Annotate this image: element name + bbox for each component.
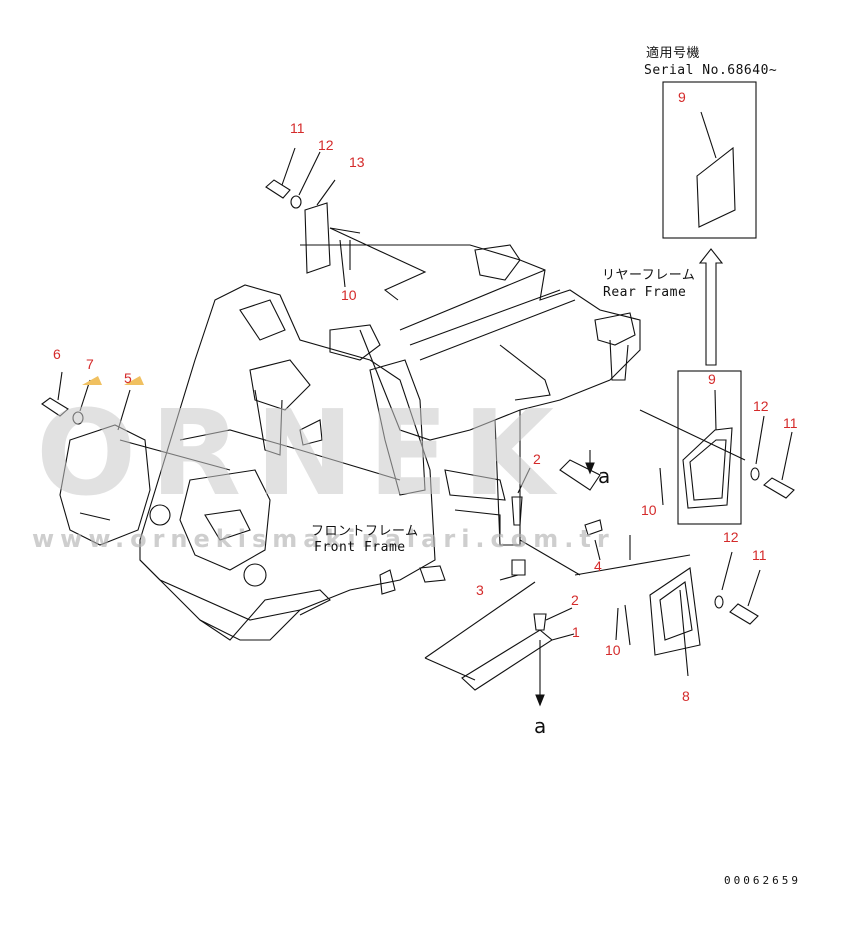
callout-10-top: 10 bbox=[341, 287, 357, 303]
diagram-linework bbox=[41, 81, 795, 707]
part-9-plate-box bbox=[696, 146, 736, 228]
callout-2-low: 2 bbox=[571, 592, 579, 608]
part-13-cover bbox=[304, 202, 331, 274]
bolt-11-low bbox=[729, 603, 759, 625]
part-9-mid-box bbox=[677, 370, 742, 525]
callout-10-mid: 10 bbox=[641, 502, 657, 518]
callout-9-box: 9 bbox=[678, 89, 686, 105]
callout-2-mid: 2 bbox=[533, 451, 541, 467]
callout-13-top: 13 bbox=[349, 154, 365, 170]
bolt-2-low bbox=[533, 613, 547, 631]
bolt-11-mid bbox=[763, 477, 795, 499]
accent-marks bbox=[82, 376, 144, 385]
part-4-plate bbox=[584, 519, 603, 536]
callout-10-low: 10 bbox=[605, 642, 621, 658]
callout-4: 4 bbox=[594, 558, 602, 574]
part-1-bar bbox=[461, 629, 553, 691]
rear-frame-label-en: Rear Frame bbox=[603, 285, 687, 300]
part-5-cover bbox=[59, 424, 151, 546]
washer-12-mid bbox=[750, 467, 760, 481]
washer-7 bbox=[72, 411, 84, 425]
callout-11-top: 11 bbox=[290, 120, 305, 136]
callout-7: 7 bbox=[86, 356, 94, 372]
document-number: 00062659 bbox=[724, 874, 801, 887]
bolt-2-mid bbox=[511, 496, 523, 526]
washer-12-low bbox=[714, 595, 724, 609]
washer-12-top bbox=[290, 195, 302, 209]
view-marker-mid: a bbox=[598, 464, 611, 488]
callout-12-top: 12 bbox=[318, 137, 334, 153]
bolt-6 bbox=[41, 397, 69, 417]
watermark-brand: ORNEK bbox=[36, 384, 568, 522]
rear-frame-label-jp: リヤーフレーム bbox=[602, 268, 696, 283]
callout-11-low: 11 bbox=[752, 547, 767, 563]
front-frame bbox=[139, 284, 446, 641]
up-arrow bbox=[698, 248, 724, 366]
callout-12-low: 12 bbox=[723, 529, 739, 545]
callout-5: 5 bbox=[124, 370, 132, 386]
serial-box bbox=[662, 81, 757, 239]
callout-12-mid: 12 bbox=[753, 398, 769, 414]
callout-1: 1 bbox=[572, 624, 580, 640]
watermark-url: www.ornekismakinalari.com.tr bbox=[32, 525, 615, 553]
serial-note-jp: 適用号機 bbox=[646, 46, 701, 61]
front-frame-label-en: Front Frame bbox=[314, 540, 406, 555]
serial-note-en: Serial No.68640~ bbox=[644, 63, 778, 78]
callout-6: 6 bbox=[53, 346, 61, 362]
part-3-block bbox=[511, 559, 526, 576]
callout-3: 3 bbox=[476, 582, 484, 598]
callout-8: 8 bbox=[682, 688, 690, 704]
callout-9-mid: 9 bbox=[708, 371, 716, 387]
front-frame-label-jp: フロントフレーム bbox=[311, 524, 419, 539]
callout-11-mid: 11 bbox=[783, 415, 798, 431]
part-8-plate bbox=[649, 567, 701, 656]
rear-frame bbox=[300, 244, 641, 546]
bolt-11-top bbox=[265, 179, 291, 199]
view-marker-bottom: a bbox=[534, 714, 547, 738]
